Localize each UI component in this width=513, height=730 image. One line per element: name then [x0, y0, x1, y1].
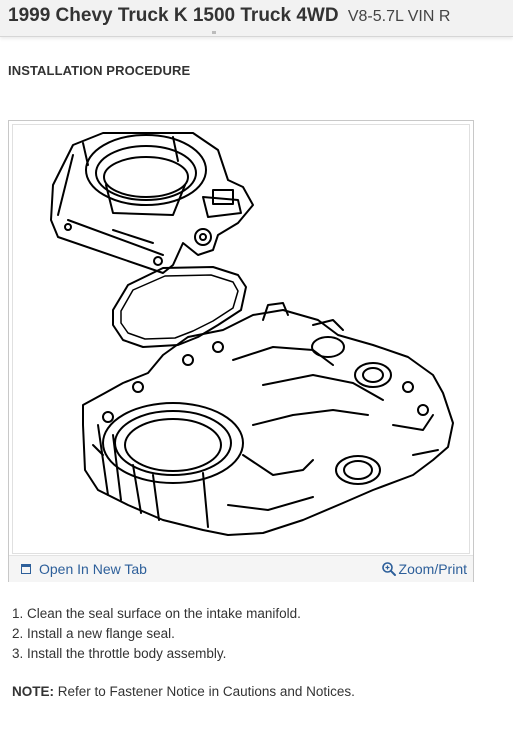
note-label: NOTE: — [12, 684, 54, 699]
open-in-new-tab-label: Open In New Tab — [39, 561, 147, 577]
open-in-new-tab-button[interactable]: Open In New Tab — [21, 561, 147, 577]
section-heading: INSTALLATION PROCEDURE — [8, 63, 191, 78]
figure-container: Open In New Tab Zoom/Print — [8, 120, 474, 582]
zoom-print-label: Zoom/Print — [398, 561, 467, 577]
vehicle-title: 1999 Chevy Truck K 1500 Truck 4WD V8-5.7… — [8, 4, 450, 29]
fastener-note: NOTE: Refer to Fastener Notice in Cautio… — [12, 684, 355, 699]
intake-manifold-outline — [82, 309, 454, 536]
diagram-image[interactable] — [12, 124, 470, 554]
throttle-body-diagram — [50, 132, 454, 536]
zoom-print-button[interactable]: Zoom/Print — [381, 561, 467, 577]
vehicle-name: 1999 Chevy Truck K 1500 Truck 4WD — [8, 5, 339, 26]
engine-spec: V8-5.7L VIN R — [347, 8, 451, 25]
throttle-body-outline — [50, 132, 254, 274]
open-in-new-tab-icon — [21, 564, 31, 574]
figure-toolbar: Open In New Tab Zoom/Print — [9, 555, 473, 582]
note-text: Refer to Fastener Notice in Cautions and… — [54, 684, 355, 699]
procedure-step: 2. Install a new flange seal. — [12, 626, 175, 641]
header-overflow-fragment — [150, 30, 230, 36]
procedure-step: 1. Clean the seal surface on the intake … — [12, 606, 301, 621]
magnifier-zoom-icon — [381, 562, 396, 576]
flange-seal-outline — [112, 266, 247, 348]
page-header: 1999 Chevy Truck K 1500 Truck 4WD V8-5.7… — [0, 0, 513, 37]
procedure-steps: 1. Clean the seal surface on the intake … — [12, 604, 301, 664]
procedure-step: 3. Install the throttle body assembly. — [12, 646, 227, 661]
